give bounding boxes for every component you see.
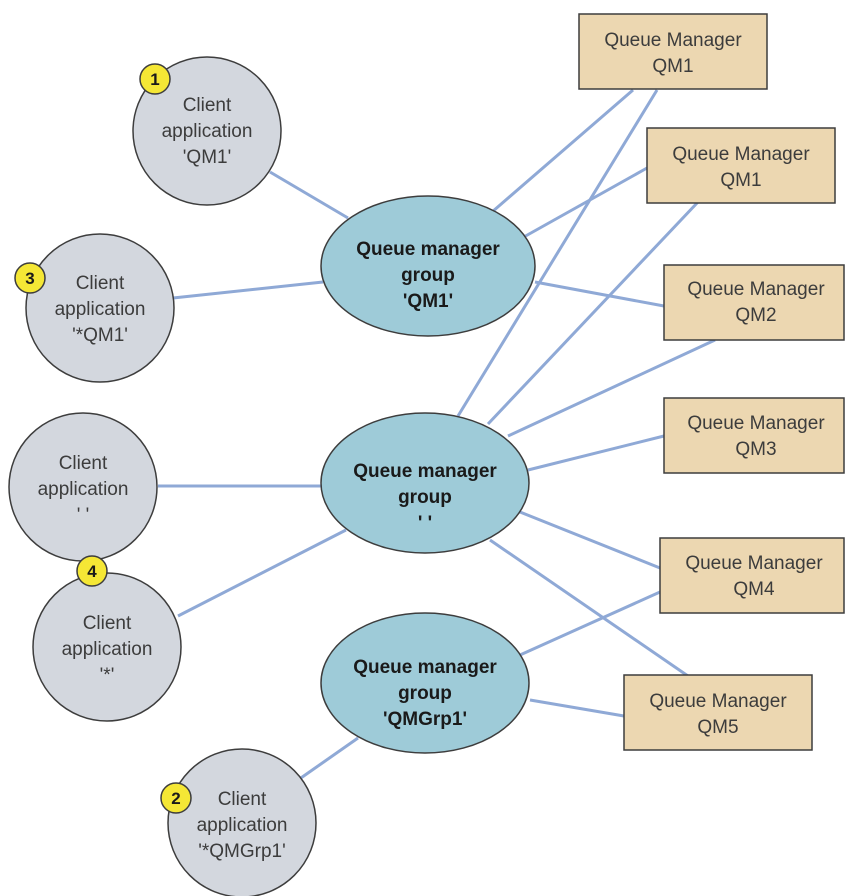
badge-number: 2 [171, 789, 180, 808]
connector-gqm1-qm2 [534, 280, 665, 308]
badge [14, 262, 46, 294]
badge [76, 555, 108, 587]
client-circle [25, 233, 175, 383]
connector-gblank-qm4 [519, 510, 661, 570]
client-label-line2: application [62, 639, 153, 660]
queue-manager-box [623, 674, 813, 751]
queue-manager-box [578, 13, 768, 90]
queue-manager-label-line2: QM4 [733, 579, 775, 600]
connector-gqmgrp1-qm5 [529, 698, 625, 718]
client-label-line2: application [162, 121, 253, 142]
connector-gblank-qm5 [489, 538, 689, 678]
group-label-line1: Queue manager [356, 239, 500, 260]
group-ellipse [320, 195, 536, 337]
queue-manager-qm1-second: Queue Manager QM1 [646, 127, 836, 204]
group-ellipse [320, 412, 530, 554]
group-ellipse [320, 612, 530, 754]
connector-gqm1-qm1a [491, 88, 634, 214]
badge [160, 782, 192, 814]
connector-gqm1-qm1b [521, 166, 648, 240]
client-label-line3: 'QM1' [183, 147, 231, 168]
queue-manager-label-line2: QM3 [735, 439, 776, 460]
group-label-line3: 'QM1' [403, 291, 453, 312]
client-label-line2: application [38, 479, 129, 500]
badge-number: 3 [25, 269, 34, 288]
queue-manager-group-qm1: Queue manager group 'QM1' [320, 195, 536, 337]
client-label-line3: '*QM1' [72, 325, 128, 346]
connector-gblank-qm1a [456, 89, 659, 417]
connector-c4-gblank [177, 528, 347, 618]
queue-manager-qm4: Queue Manager QM4 [659, 537, 845, 614]
queue-manager-label-line1: Queue Manager [649, 691, 787, 712]
group-label-line1: Queue manager [353, 461, 497, 482]
queue-manager-label-line1: Queue Manager [685, 553, 823, 574]
client-label-line1: Client [83, 613, 132, 634]
queue-manager-box [646, 127, 836, 204]
queue-manager-group-blank: Queue manager group ' ' [320, 412, 530, 554]
client-application-c4: Client application '*' 4 [32, 555, 182, 722]
connectors [158, 88, 716, 782]
client-application-cblank: Client application ' ' [8, 412, 158, 562]
client-label-line1: Client [59, 453, 108, 474]
queue-manager-box [663, 264, 845, 341]
badge-number: 1 [150, 70, 159, 89]
queue-manager-group-qmgrp1: Queue manager group 'QMGrp1' [320, 612, 530, 754]
connector-gblank-qm3 [527, 434, 665, 472]
queue-manager-label-line1: Queue Manager [604, 30, 742, 51]
client-label-line3: ' ' [77, 505, 90, 526]
queue-manager-box [663, 397, 845, 474]
connector-gblank-qm1b [486, 200, 700, 426]
client-label-line3: '*' [100, 665, 115, 686]
queue-manager-label-line1: Queue Manager [687, 413, 825, 434]
queue-manager-qm3: Queue Manager QM3 [663, 397, 845, 474]
client-label-line1: Client [76, 273, 125, 294]
connector-c2-gqmgrp1 [297, 736, 359, 782]
client-label-line2: application [197, 815, 288, 836]
client-label-line1: Client [183, 95, 232, 116]
queue-manager-label-line2: QM1 [720, 170, 761, 191]
client-circle [132, 56, 282, 206]
connector-gblank-qm2 [507, 338, 716, 438]
queue-manager-label-line2: QM5 [697, 717, 738, 738]
connector-c1-gqm1 [269, 170, 349, 220]
connector-gqmgrp1-qm4 [519, 590, 661, 657]
client-label-line3: '*QMGrp1' [198, 841, 286, 862]
queue-manager-label-line2: QM1 [652, 56, 693, 77]
group-label-line3: ' ' [418, 513, 432, 534]
client-circle [167, 748, 317, 896]
queue-manager-qm2: Queue Manager QM2 [663, 264, 845, 341]
queue-manager-label-line1: Queue Manager [687, 279, 825, 300]
queue-manager-label-line2: QM2 [735, 305, 776, 326]
client-label-line1: Client [218, 789, 267, 810]
queue-manager-label-line1: Queue Manager [672, 144, 810, 165]
queue-manager-qm5: Queue Manager QM5 [623, 674, 813, 751]
queue-manager-box [659, 537, 845, 614]
connector-c3-gqm1 [172, 280, 324, 300]
group-label-line2: group [398, 487, 452, 508]
client-application-c1: Client application 'QM1' 1 [132, 56, 282, 206]
client-application-c2: Client application '*QMGrp1' 2 [160, 748, 317, 896]
badge [139, 63, 171, 95]
badge-number: 4 [87, 562, 97, 581]
group-label-line2: group [398, 683, 452, 704]
group-label-line3: 'QMGrp1' [383, 709, 467, 730]
group-label-line1: Queue manager [353, 657, 497, 678]
group-label-line2: group [401, 265, 455, 286]
queue-manager-qm1-top: Queue Manager QM1 [578, 13, 768, 90]
client-label-line2: application [55, 299, 146, 320]
client-application-c3: Client application '*QM1' 3 [14, 233, 175, 383]
